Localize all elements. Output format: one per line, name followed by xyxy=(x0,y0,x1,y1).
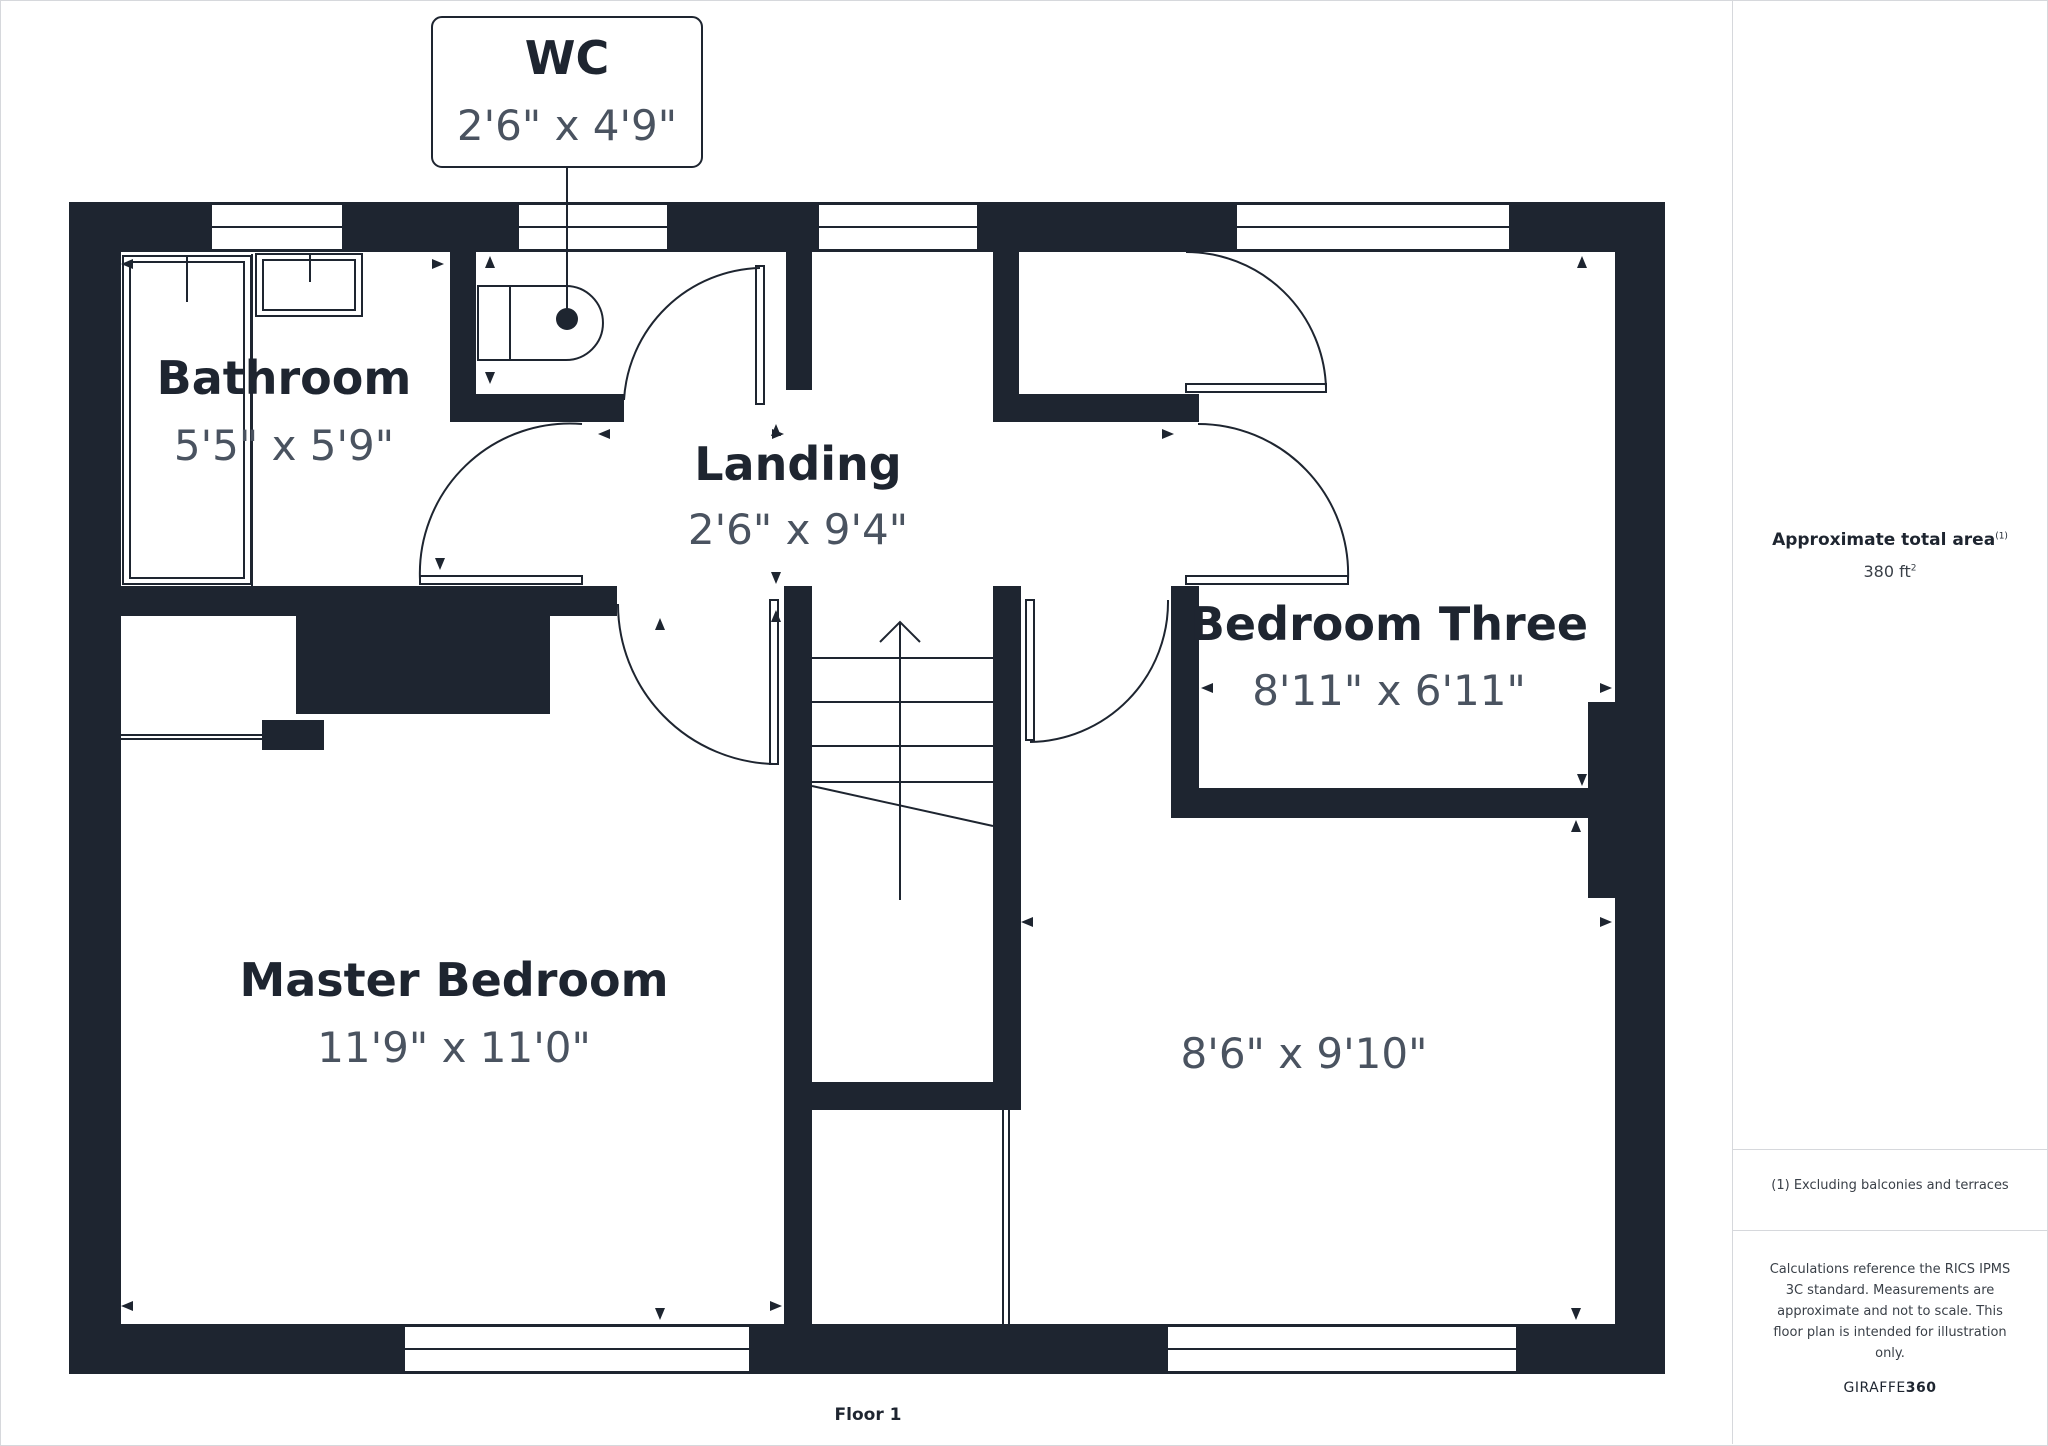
closet-door xyxy=(1185,383,1327,393)
footnote: (1) Excluding balconies and terraces xyxy=(1771,1178,2009,1193)
room-name-master-bedroom: Master Bedroom xyxy=(239,953,668,1007)
area-summary: Approximate total area(1) 380 ft2 xyxy=(1733,530,2047,581)
chimney-base xyxy=(262,720,324,750)
disclaimer: Calculations reference the RICS IPMS 3C … xyxy=(1769,1262,2011,1361)
divider-bottom xyxy=(1733,1230,2047,1231)
room-name-landing: Landing xyxy=(694,437,901,491)
area-title-text: Approximate total area xyxy=(1772,530,1996,550)
area-unit-superscript: 2 xyxy=(1910,563,1917,574)
divider-top xyxy=(1733,1149,2047,1150)
bedroom-unnamed-door xyxy=(1025,599,1035,741)
area-value: 380 ft2 xyxy=(1733,562,2047,581)
room-dimensions-bedroom-unnamed: 8'6" x 9'10" xyxy=(1181,1029,1428,1078)
bathtub xyxy=(122,255,252,585)
walls xyxy=(69,202,1665,1374)
master-bedroom-door xyxy=(769,599,779,765)
fixtures xyxy=(121,253,1010,1324)
room-dimensions-landing: 2'6" x 9'4" xyxy=(688,505,908,554)
wc-wall-right xyxy=(786,250,812,390)
info-panel: Approximate total area(1) 380 ft2 (1) Ex… xyxy=(1732,0,2047,1444)
bedroom-three-wall-left xyxy=(1171,586,1199,816)
wc-callout-box xyxy=(431,16,703,168)
dimension-markers xyxy=(121,256,1612,1320)
wall-nib-right xyxy=(1588,702,1618,898)
stairs xyxy=(811,620,994,900)
windows xyxy=(210,203,1518,1373)
bedroom-three-wall-bottom xyxy=(1171,788,1615,818)
room-dimensions-bathroom: 5'5" x 5'9" xyxy=(174,421,394,470)
stair-wall-right xyxy=(993,586,1021,1110)
doors xyxy=(418,251,1350,765)
room-name-wc: WC xyxy=(525,31,610,85)
bedroom-three-door xyxy=(1185,575,1349,585)
wc-wall-bottom xyxy=(450,394,624,422)
room-name-bedroom-three: Bedroom Three xyxy=(1190,597,1588,651)
closet-wall-left xyxy=(993,250,1019,422)
wc-wall-left xyxy=(450,250,476,422)
area-title: Approximate total area(1) xyxy=(1733,530,2047,550)
brand-light: GIRAFFE xyxy=(1843,1380,1906,1396)
closet-wall-bottom xyxy=(993,394,1199,422)
room-name-bathroom: Bathroom xyxy=(157,351,412,405)
floor-plan: WC 2'6" x 4'9" Bathroom 5'5" x 5'9" Land… xyxy=(69,16,1665,1374)
outer-wall-right xyxy=(1615,202,1665,1374)
toilet xyxy=(477,285,604,361)
room-dimensions-master-bedroom: 11'9" x 11'0" xyxy=(317,1023,591,1072)
area-title-note: (1) xyxy=(1995,531,2008,542)
floor-label: Floor 1 xyxy=(834,1405,902,1425)
room-dimensions-bedroom-three: 8'11" x 6'11" xyxy=(1252,666,1526,715)
stair-wall-left xyxy=(784,586,812,1326)
brand-logo: GIRAFFE360 xyxy=(1733,1380,2047,1396)
wc-callout-dot xyxy=(556,308,578,330)
wc-door xyxy=(755,265,765,405)
outer-wall-left xyxy=(69,202,121,1374)
bathroom-door xyxy=(419,575,583,585)
stair-wall-bottom xyxy=(784,1082,1021,1110)
brand-bold: 360 xyxy=(1905,1380,1937,1396)
room-dimensions-wc: 2'6" x 4'9" xyxy=(457,101,677,150)
chimney-breast xyxy=(296,586,550,714)
area-value-text: 380 ft xyxy=(1863,562,1911,581)
